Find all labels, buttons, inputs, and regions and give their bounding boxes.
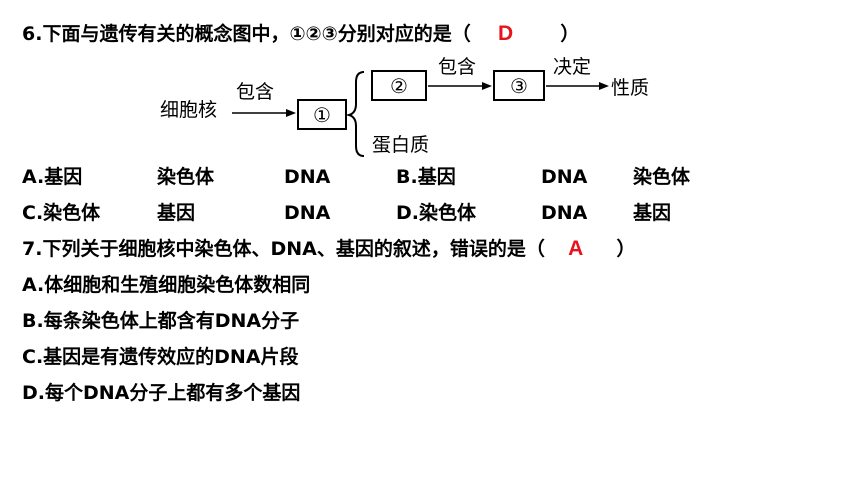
q7-close-paren: ）	[616, 238, 636, 260]
arrowhead-1	[286, 109, 296, 117]
contains-label-1: 包含	[236, 81, 275, 103]
q6-stem: 6.下面与遗传有关的概念图中，①②③分别对应的是（	[22, 23, 471, 45]
q6-option-b-item3: 染色体	[633, 166, 691, 188]
q6-option-a-item3: DNA	[284, 166, 331, 188]
q6-answer: D	[497, 22, 514, 45]
q7-option-c: C.基因是有遗传效应的DNA片段	[22, 346, 299, 368]
box-3-label: ③	[510, 73, 528, 98]
contains-label-2: 包含	[438, 56, 477, 78]
q6-option-d-item3: 基因	[633, 202, 672, 224]
q6-option-c-item2: 基因	[157, 202, 196, 224]
q7-stem-line: 7.下列关于细胞核中染色体、DNA、基因的叙述，错误的是（ A ）	[22, 237, 636, 261]
q6-option-b-item2: DNA	[541, 166, 588, 188]
box-2: ②	[371, 70, 427, 101]
box-2-label: ②	[390, 73, 408, 98]
q6-option-d-item2: DNA	[541, 202, 588, 224]
q6-option-c-item3: DNA	[284, 202, 331, 224]
arrowhead-3	[599, 82, 609, 90]
nucleus-label: 细胞核	[160, 99, 218, 121]
q6-option-c-label: C.染色体	[22, 202, 101, 224]
q6-stem-line: 6.下面与遗传有关的概念图中，①②③分别对应的是（ D ）	[22, 22, 579, 46]
q6-option-a-label: A.基因	[22, 166, 83, 188]
brace	[345, 71, 365, 157]
q6-option-d-label: D.染色体	[396, 202, 476, 224]
box-3: ③	[493, 70, 545, 101]
trait-label: 性质	[611, 77, 650, 99]
q6-option-b-label: B.基因	[396, 166, 456, 188]
q7-answer: A	[568, 237, 584, 260]
q7-stem: 7.下列关于细胞核中染色体、DNA、基因的叙述，错误的是（	[22, 238, 545, 260]
q7-option-a: A.体细胞和生殖细胞染色体数相同	[22, 274, 311, 296]
q7-option-b: B.每条染色体上都含有DNA分子	[22, 310, 300, 332]
determines-label: 决定	[553, 56, 592, 78]
box-1-label: ①	[313, 102, 331, 127]
q6-option-a-item2: 染色体	[157, 166, 215, 188]
arrowhead-2	[482, 82, 492, 90]
q7-option-d: D.每个DNA分子上都有多个基因	[22, 382, 301, 404]
box-1: ①	[297, 99, 347, 130]
q6-close-paren: ）	[560, 23, 580, 45]
protein-label: 蛋白质	[372, 134, 430, 156]
